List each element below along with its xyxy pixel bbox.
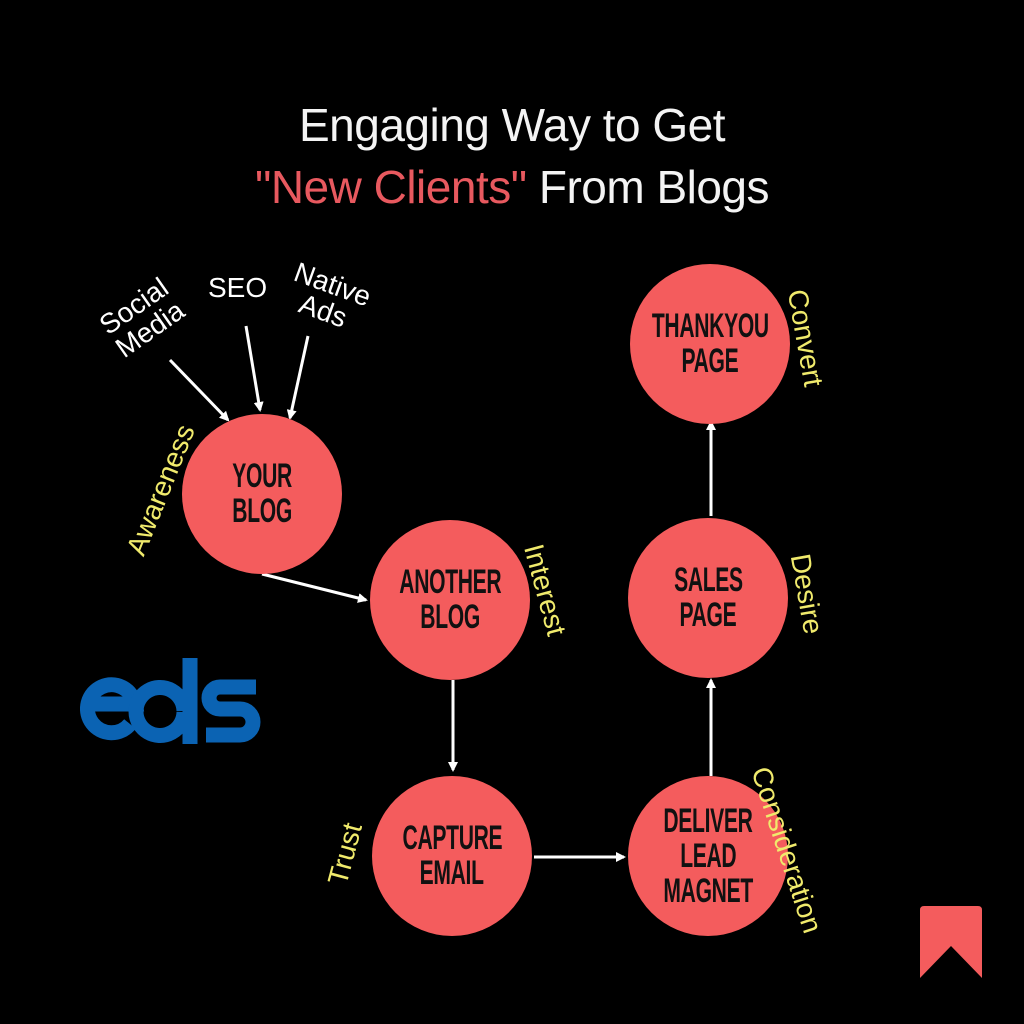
node-another-blog: ANOTHER BLOG: [370, 520, 530, 680]
node-deliver-lead-magnet: DELIVER LEAD MAGNET: [628, 776, 788, 936]
title-line-1: Engaging Way to Get: [298, 99, 726, 151]
node-deliver-line-2: LEAD: [679, 836, 737, 875]
node-capture-email-line-2: EMAIL: [419, 854, 485, 892]
source-seo: SEO: [208, 272, 268, 303]
node-sales-page-line-1: SALES: [673, 561, 743, 599]
bookmark-icon: [920, 906, 982, 978]
node-your-blog-line-2: BLOG: [232, 492, 292, 530]
node-capture-email: CAPTURE EMAIL: [372, 776, 532, 936]
node-another-blog-line-2: BLOG: [420, 598, 480, 636]
node-thankyou-line-2: PAGE: [681, 342, 739, 380]
arrow-seo-to-your-blog: [244, 325, 264, 412]
title-rest-text: From Blogs: [526, 161, 770, 213]
node-capture-email-line-1: CAPTURE: [402, 819, 502, 857]
node-thankyou-line-1: THANKYOU: [651, 307, 769, 345]
node-sales-page-line-2: PAGE: [679, 596, 737, 634]
node-your-blog: YOUR BLOG: [182, 414, 342, 574]
node-your-blog-line-1: YOUR: [232, 457, 292, 495]
arrow-your-blog-to-another-blog: [261, 572, 368, 603]
node-sales-page: SALES PAGE: [628, 518, 788, 678]
arrow-native-ads-to-your-blog: [286, 335, 310, 420]
node-thankyou-page: THANKYOU PAGE: [630, 264, 790, 424]
title-accent-text: "New Clients": [254, 161, 527, 213]
node-deliver-line-1: DELIVER: [663, 801, 753, 840]
arrow-social-media-to-your-blog: [168, 358, 230, 422]
title-line-2: "New Clients" From Blogs: [0, 160, 1024, 214]
node-deliver-line-3: MAGNET: [663, 871, 753, 910]
eds-logo: [80, 658, 261, 744]
node-another-blog-line-1: ANOTHER: [398, 563, 502, 601]
